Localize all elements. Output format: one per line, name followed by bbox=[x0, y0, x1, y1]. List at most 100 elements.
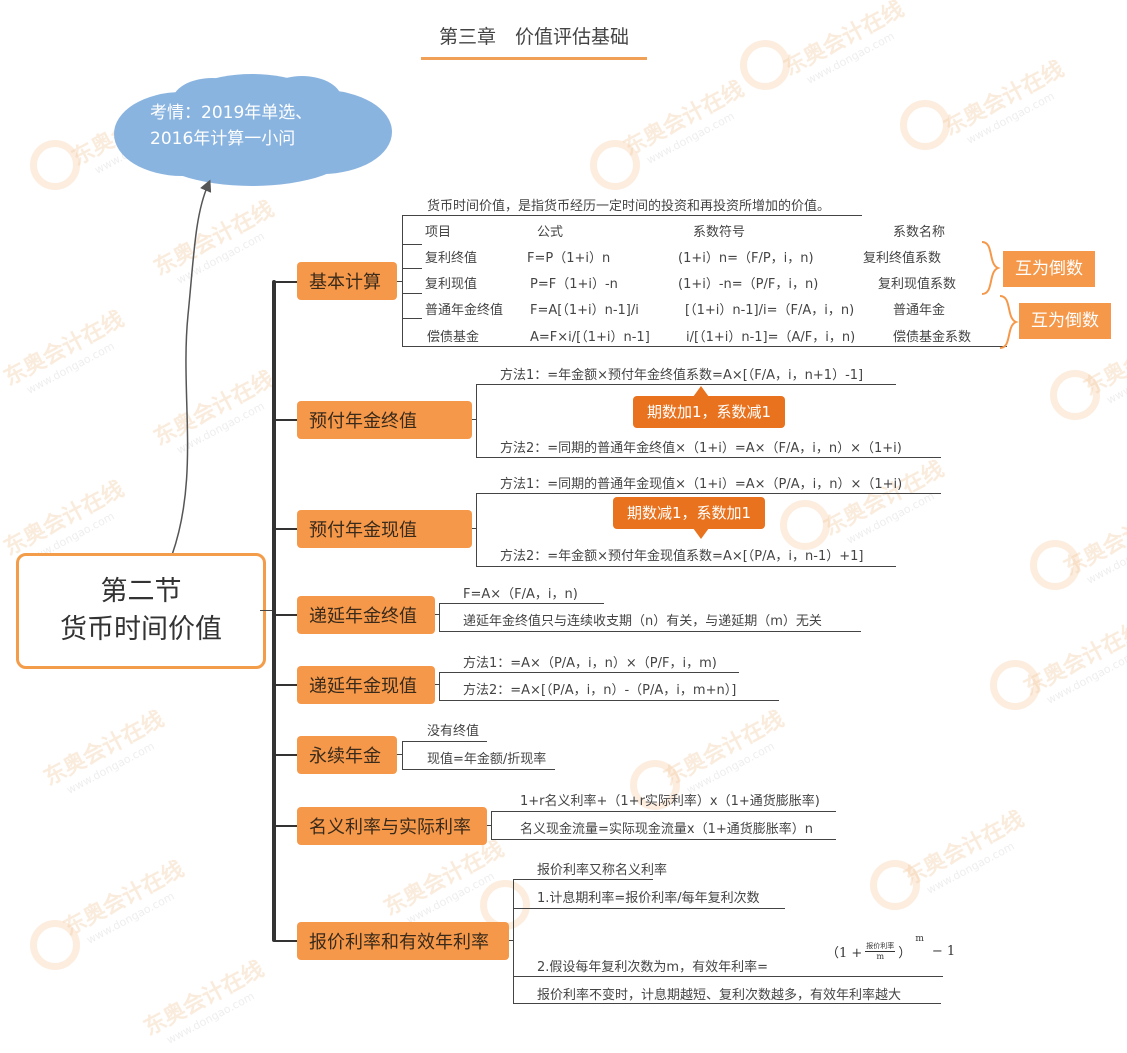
title-underline bbox=[421, 57, 647, 60]
watermark-logo-icon bbox=[870, 860, 920, 910]
leaf-underline bbox=[402, 741, 487, 742]
leaf-underline bbox=[439, 603, 604, 604]
branch-connector bbox=[487, 825, 492, 826]
method-1: 方法1：=A×（P/A，i，n）×（P/F，i，m) bbox=[463, 656, 717, 671]
leaf-note: 递延年金终值只与连续收支期（n）有关，与递延期（m）无关 bbox=[463, 614, 822, 629]
table-cell: A=F×i/[（1+i）n-1] bbox=[530, 330, 650, 345]
table-cell: 普通年金 bbox=[893, 303, 946, 318]
root-line-1: 第二节 bbox=[100, 576, 182, 607]
watermark-logo-icon bbox=[990, 660, 1040, 710]
row-tick bbox=[402, 318, 422, 319]
method-1: 方法1：=同期的普通年金现值×（1+i）=A×（P/A，i，n）×（1+i) bbox=[500, 477, 903, 492]
leaf-underline bbox=[476, 457, 941, 458]
row-line bbox=[402, 346, 1007, 347]
leaf-underline bbox=[439, 700, 779, 701]
table-cell: F=A[（1+i）n-1]/i bbox=[530, 303, 639, 318]
arrow-connector bbox=[171, 179, 212, 556]
leaf-formula: 名义现金流量=实际现金流量x（1+通货膨胀率）n bbox=[520, 822, 813, 837]
leaf-underline bbox=[476, 566, 896, 567]
branch-connector bbox=[274, 281, 298, 283]
callout-note: 期数加1，系数减1 bbox=[633, 396, 786, 428]
leaf-underline bbox=[513, 976, 943, 977]
leaf-bracket bbox=[491, 811, 492, 839]
table-cell: 复利终值 bbox=[425, 251, 478, 266]
brace-icon bbox=[999, 295, 1019, 349]
leaf-underline bbox=[513, 879, 653, 880]
leaf-underline bbox=[491, 811, 836, 812]
branch-connector bbox=[435, 614, 440, 615]
branch-annuity-due-fv[interactable]: 预付年金终值 bbox=[297, 401, 472, 439]
root-connector bbox=[260, 610, 274, 611]
branch-deferred-pv[interactable]: 递延年金现值 bbox=[297, 666, 435, 704]
branch-connector bbox=[274, 825, 298, 827]
method-2: 方法2：=年金额×预付年金现值系数=A×[（P/A，i，n-1）+1] bbox=[500, 549, 864, 564]
branch-perpetuity[interactable]: 永续年金 bbox=[297, 736, 397, 774]
table-cell: 复利现值 bbox=[425, 277, 478, 292]
root-topic[interactable]: 第二节 货币时间价值 bbox=[16, 553, 266, 669]
leaf-bracket bbox=[439, 672, 440, 701]
branch-connector bbox=[274, 528, 298, 530]
table-cell: 普通年金终值 bbox=[425, 303, 504, 318]
table-cell: P=F（1+i）-n bbox=[530, 277, 618, 292]
branch-connector bbox=[472, 419, 477, 420]
branch-annuity-due-pv[interactable]: 预付年金现值 bbox=[297, 510, 472, 548]
table-header-formula: 公式 bbox=[537, 225, 564, 240]
formula-close: ） bbox=[898, 945, 912, 961]
callout-pointer bbox=[693, 528, 709, 539]
table-cell: (1+i）n=（F/P，i，n) bbox=[678, 251, 814, 266]
callout-pointer bbox=[693, 386, 709, 397]
leaf-underline bbox=[513, 908, 785, 909]
reciprocal-tag: 互为倒数 bbox=[1019, 303, 1111, 339]
watermark-logo-icon bbox=[780, 500, 830, 550]
table-header-symbol: 系数符号 bbox=[693, 225, 746, 240]
leaf-bracket bbox=[439, 603, 440, 632]
leaf-formula: 1+r名义利率+（1+r实际利率）x（1+通货膨胀率) bbox=[520, 794, 820, 809]
cloud-line-1: 考情：2019年单选、 bbox=[150, 103, 313, 123]
table-header-item: 项目 bbox=[425, 225, 452, 240]
formula-denominator: m bbox=[876, 952, 885, 961]
table-cell: [（1+i）n-1]/i=（F/A，i，n) bbox=[685, 303, 855, 318]
formula-numerator: 报价利率 bbox=[865, 942, 896, 952]
leaf-note: 报价利率不变时，计息期越短、复利次数越多，有效年利率越大 bbox=[537, 988, 902, 1003]
intro-text: 货币时间价值，是指货币经历一定时间的投资和再投资所增加的价值。 bbox=[427, 199, 831, 214]
row-tick bbox=[402, 244, 422, 245]
leaf-bracket bbox=[476, 493, 477, 566]
branch-connector bbox=[274, 419, 298, 421]
table-header-name: 系数名称 bbox=[893, 225, 946, 240]
leaf-underline bbox=[476, 384, 896, 385]
branch-connector bbox=[274, 754, 298, 756]
formula-tail: − 1 bbox=[931, 943, 956, 959]
branch-quoted-effective-rate[interactable]: 报价利率和有效年利率 bbox=[297, 922, 509, 960]
branch-deferred-fv[interactable]: 递延年金终值 bbox=[297, 596, 435, 634]
branch-nominal-real-rate[interactable]: 名义利率与实际利率 bbox=[297, 807, 487, 845]
table-cell: (1+i）-n=（P/F，i，n) bbox=[678, 277, 819, 292]
leaf-formula: 现值=年金额/折现率 bbox=[427, 752, 547, 767]
table-cell: 偿债基金系数 bbox=[893, 330, 972, 345]
method-1: 方法1：=年金额×预付年金终值系数=A×[（F/A，i，n+1）-1] bbox=[500, 368, 864, 383]
table-cell: F=P（1+i）n bbox=[527, 251, 611, 266]
cloud-shape bbox=[114, 74, 392, 186]
cloud-note: 考情：2019年单选、 2016年计算一小问 bbox=[150, 100, 370, 152]
page-title: 第三章 价值评估基础 bbox=[438, 26, 629, 48]
branch-basic-calc[interactable]: 基本计算 bbox=[297, 262, 397, 300]
watermark-logo-icon bbox=[740, 40, 790, 90]
branch-connector bbox=[397, 754, 403, 755]
table-cell: 偿债基金 bbox=[427, 330, 480, 345]
leaf-formula: F=A×（F/A，i，n) bbox=[463, 587, 578, 602]
callout-note: 期数减1，系数加1 bbox=[613, 497, 766, 529]
branch-connector bbox=[274, 940, 298, 942]
branch-connector bbox=[274, 684, 298, 686]
watermark-logo-icon bbox=[1050, 370, 1100, 420]
branch-connector bbox=[472, 528, 477, 529]
